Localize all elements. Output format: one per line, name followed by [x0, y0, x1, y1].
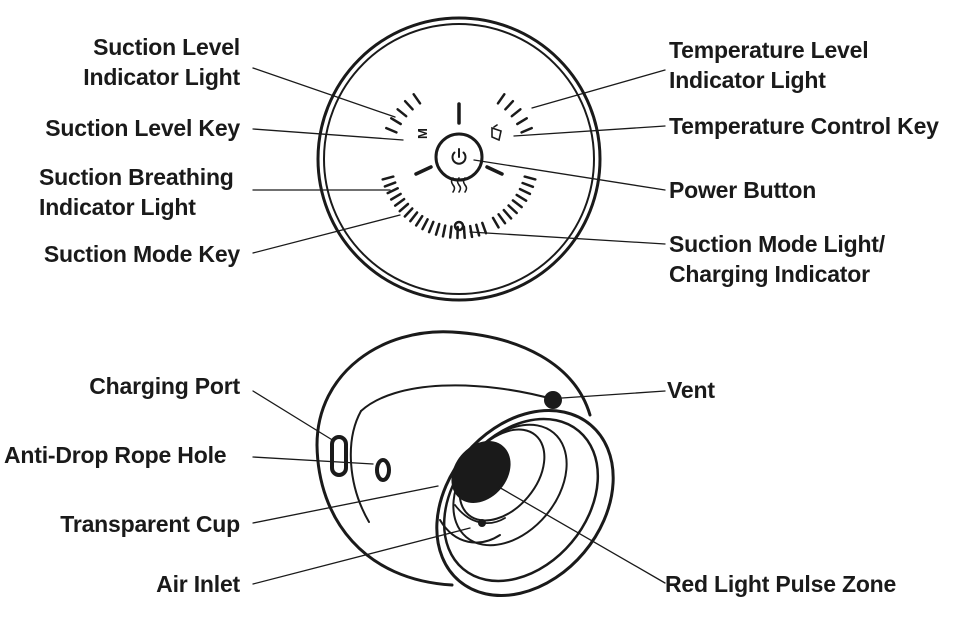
top-leader-lines [252, 67, 666, 254]
charging-port-shape [330, 435, 348, 477]
indicator-tick [403, 207, 414, 218]
key-divider-marks [414, 102, 504, 176]
indicator-tick [496, 93, 506, 105]
indicator-tick [507, 204, 518, 215]
indicator-tick [396, 108, 408, 118]
indicator-tick [434, 222, 441, 236]
rope-hole-shape [375, 458, 391, 482]
indicator-tick [504, 99, 515, 111]
power-icon [451, 148, 467, 165]
indicator-tick [511, 199, 523, 209]
label-vent: Vent [667, 377, 715, 403]
indicator-tick [421, 218, 429, 231]
indicator-tick [389, 192, 402, 201]
temperature-key-icon [491, 124, 502, 142]
indicator-tick [393, 197, 406, 207]
indicator-tick [502, 208, 513, 220]
side-leader-lines [252, 390, 666, 585]
indicator-tick [403, 99, 414, 111]
indicator-tick [427, 220, 435, 234]
vent-shape [544, 391, 562, 409]
indicator-tick [510, 108, 522, 118]
label-suction-level-key: Suction Level Key [45, 115, 240, 141]
indicator-tick [414, 214, 424, 227]
label-temperature-control-key: Temperature Control Key [669, 113, 939, 139]
indicator-tick [491, 216, 500, 229]
indicator-tick [520, 126, 533, 134]
side-view-body [315, 330, 592, 587]
indicator-tick [481, 221, 488, 235]
indicator-tick [409, 211, 419, 223]
indicator-tick [448, 225, 453, 239]
label-power-button: Power Button [669, 177, 817, 203]
suction-mode-light [453, 220, 465, 232]
indicator-tick [521, 181, 535, 189]
top-view-body [316, 16, 602, 302]
suction-level-key-glyph: M [415, 128, 430, 139]
indicator-tick [523, 175, 537, 181]
label-red-light-pulse-zone: Red Light Pulse Zone [665, 571, 897, 597]
indicator-tick [441, 224, 447, 238]
indicator-tick [515, 193, 528, 202]
suction-level-ticks [381, 93, 537, 240]
label-charging-port: Charging Port [89, 373, 240, 399]
label-transparent-cup: Transparent Cup [60, 511, 240, 537]
air-inlet-shape [478, 519, 486, 527]
indicator-tick [381, 175, 395, 181]
indicator-tick [412, 93, 422, 105]
indicator-tick [383, 181, 397, 188]
label-anti-drop-rope-hole: Anti-Drop Rope Hole [4, 442, 227, 468]
label-air-inlet: Air Inlet [156, 571, 240, 597]
indicator-tick [385, 126, 398, 134]
power-button-ring [434, 132, 484, 182]
indicator-tick [386, 187, 399, 195]
indicator-tick [475, 223, 481, 237]
label-suction-mode-light: Suction Mode Light/Charging Indicator [669, 231, 885, 287]
label-suction-mode-key: Suction Mode Key [43, 241, 240, 267]
indicator-tick [518, 187, 532, 196]
indicator-tick [497, 213, 507, 225]
heat-waves-icon [450, 177, 468, 193]
indicator-tick [516, 117, 528, 126]
indicator-tick [462, 225, 466, 240]
indicator-tick [398, 202, 410, 213]
indicator-tick [390, 117, 402, 126]
red-light-pulse-zone-shape [451, 441, 511, 503]
